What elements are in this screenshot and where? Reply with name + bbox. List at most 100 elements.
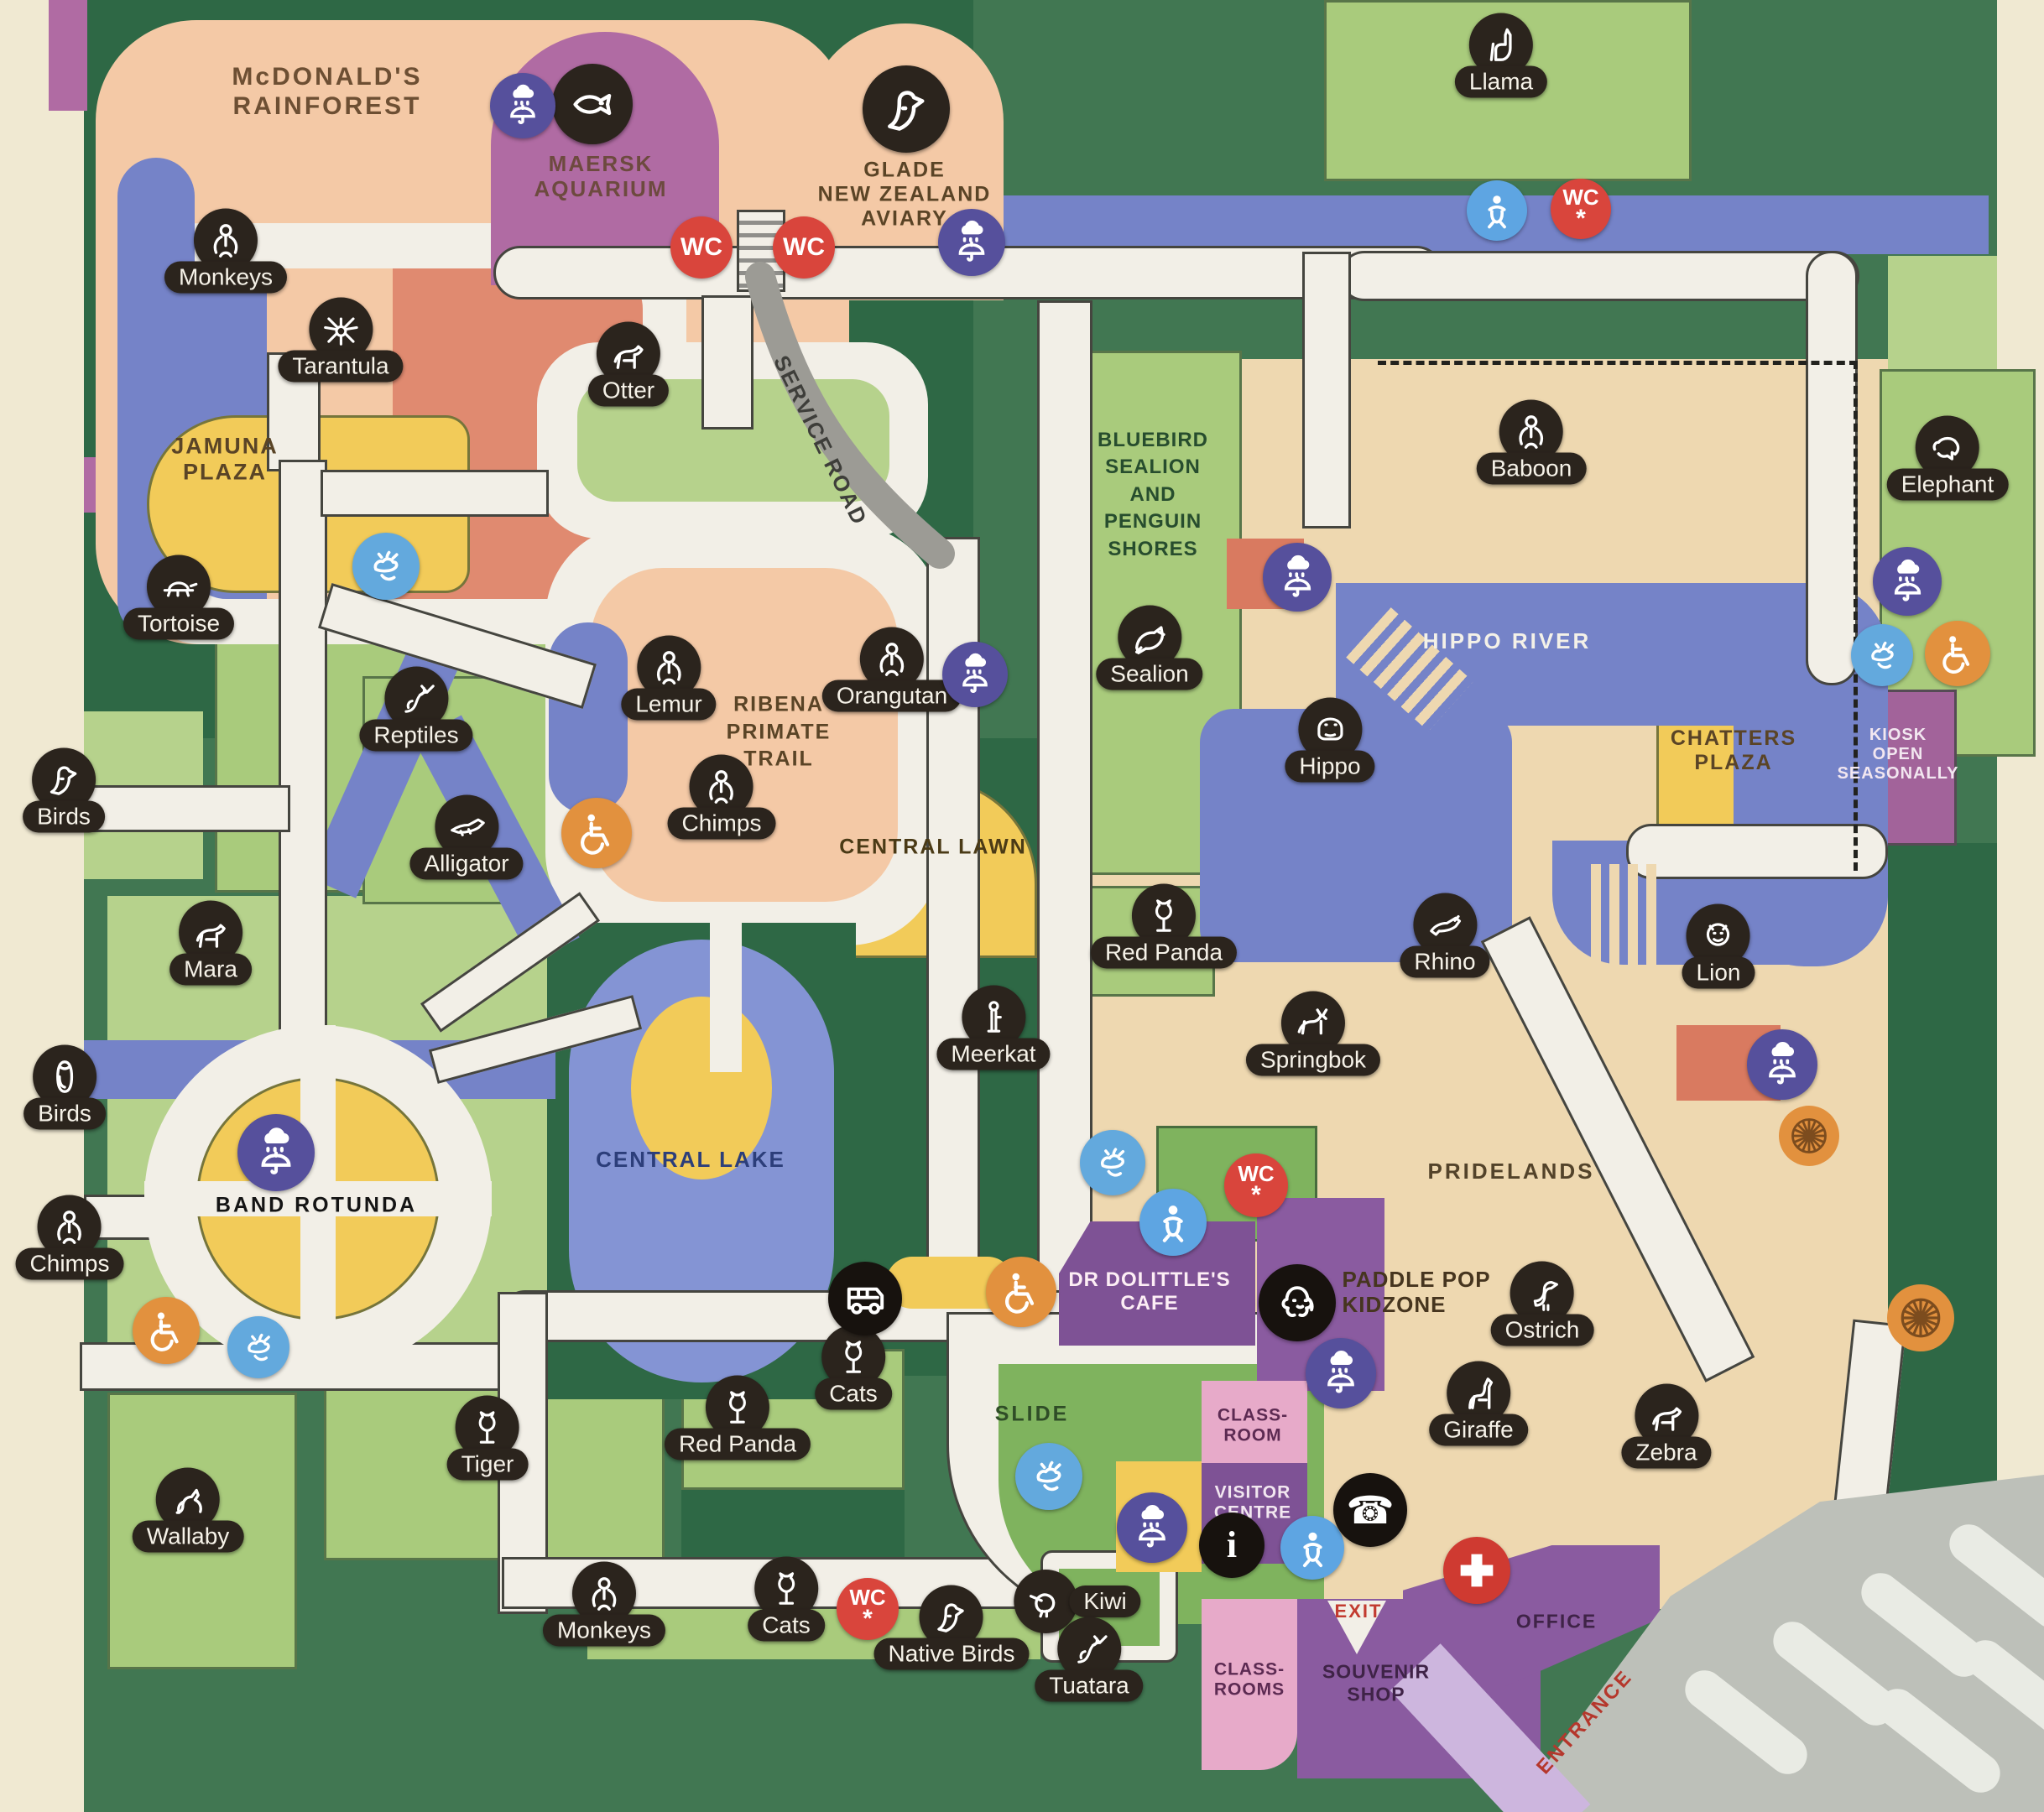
rain-shelter-icon	[1263, 543, 1332, 612]
label-pridelands: PRIDELANDS	[1427, 1158, 1595, 1184]
badge-rhino: Rhino	[1400, 893, 1490, 978]
rain-shelter-icon	[1873, 547, 1942, 616]
wc-text: WC	[680, 233, 722, 261]
badge-ostrich: Ostrich	[1490, 1261, 1594, 1346]
rain-shelter-icon	[490, 73, 555, 138]
lake-jetty	[710, 923, 742, 1072]
label-office: OFFICE	[1515, 1610, 1598, 1632]
badge-elephant: Elephant	[1886, 415, 2009, 501]
badge-giraffe: Giraffe	[1429, 1361, 1528, 1446]
badge-label: Birds	[23, 1097, 106, 1130]
badge-sealion: Sealion	[1096, 605, 1203, 690]
label-souvenir-shop: SOUVENIR SHOP	[1322, 1660, 1431, 1705]
badge-label: Birds	[23, 800, 105, 833]
kiwi-icon	[1014, 1570, 1078, 1633]
badge-label: Elephant	[1886, 468, 2009, 501]
label-dr-dolittles-cafe: DR DOLITTLE'S CAFE	[1068, 1268, 1231, 1315]
badge-tortoise: Tortoise	[123, 555, 235, 640]
telephone-icon: ☎	[1333, 1473, 1407, 1547]
label-slide: SLIDE	[994, 1402, 1070, 1426]
badge-label: Tiger	[446, 1448, 529, 1481]
asterisk-mark: *	[1251, 1181, 1261, 1209]
label-central-lake: CENTRAL LAKE	[596, 1146, 785, 1172]
label-kiosk: KIOSK OPEN SEASONALLY	[1837, 726, 1959, 784]
badge-label: Rhino	[1400, 945, 1490, 978]
top-stream	[847, 195, 1989, 254]
label-entrance: ENTRANCE	[1532, 1665, 1638, 1779]
badge-native-birds: Native Birds	[873, 1585, 1030, 1670]
label-ribena-primate-trail: RIBENA PRIMATE TRAIL	[726, 692, 832, 771]
path-left-vert	[279, 460, 327, 1054]
classrooms-zone	[1202, 1599, 1297, 1770]
badge-label: Cats	[815, 1377, 892, 1410]
badge-label: Ostrich	[1490, 1314, 1594, 1346]
bird-icon	[863, 65, 950, 153]
badge-label: Monkeys	[164, 261, 288, 294]
path-chatters	[1626, 824, 1888, 879]
badge-springbok: Springbok	[1245, 991, 1381, 1076]
wheelchair-access-icon	[986, 1257, 1056, 1327]
badge-monkeys: Monkeys	[164, 208, 288, 294]
path-llama-stub	[1302, 252, 1351, 528]
badge-label: Sealion	[1096, 658, 1203, 690]
badge-label: Chimps	[15, 1247, 124, 1280]
badge-label: Hippo	[1285, 750, 1375, 783]
badge-chimps: Chimps	[667, 754, 776, 840]
path-right-vert	[1806, 251, 1858, 685]
badge-label: Giraffe	[1429, 1414, 1528, 1446]
path-jamuna	[321, 470, 549, 517]
info-text: i	[1226, 1524, 1238, 1565]
badge-red-panda: Red Panda	[664, 1375, 811, 1461]
badge-tuatara: Tuatara	[1035, 1617, 1144, 1702]
pridelands-boundary	[1378, 361, 1858, 871]
label-exit: EXIT	[1334, 1601, 1383, 1622]
label-glade-aviary: GLADE NEW ZEALAND AVIARY	[817, 158, 992, 231]
badge-label: Meerkat	[936, 1038, 1051, 1070]
rain-shelter-icon	[1747, 1029, 1817, 1100]
badge-label: Otter	[587, 374, 670, 407]
rotunda-path-h	[144, 1181, 492, 1216]
badge-label: Orangutan	[821, 680, 962, 712]
badge-kiwi: Kiwi	[1014, 1570, 1141, 1633]
wheelchair-access-icon	[1925, 621, 1990, 686]
badge-monkeys: Monkeys	[542, 1561, 666, 1647]
wc-text: WC	[1562, 185, 1599, 210]
label-hippo-river: HIPPO RIVER	[1422, 627, 1592, 653]
badge-label: Llama	[1454, 65, 1548, 98]
label-maersk-aquarium: MAERSK AQUARIUM	[534, 150, 668, 201]
badge-label: Mara	[169, 953, 252, 986]
asterisk-mark: *	[1576, 205, 1586, 232]
toilets-icon: WC*	[1551, 179, 1611, 239]
wc-text: WC	[1238, 1161, 1275, 1186]
badge-orangutan: Orangutan	[821, 627, 962, 712]
label-band-rotunda: BAND ROTUNDA	[215, 1193, 418, 1217]
rain-shelter-icon	[942, 642, 1008, 707]
asterisk-mark: *	[863, 1605, 873, 1632]
rain-shelter-icon	[938, 209, 1005, 276]
wc-text: WC	[849, 1585, 886, 1610]
badge-label: Springbok	[1245, 1044, 1381, 1076]
toilets-icon: WC	[670, 216, 733, 279]
lake-island	[631, 997, 772, 1179]
phone-glyph: ☎	[1346, 1488, 1395, 1532]
corner-purple	[49, 0, 87, 111]
label-bluebird-shores: BLUEBIRD SEALION AND PENGUIN SHORES	[1098, 429, 1208, 560]
label-chatters-plaza: CHATTERS PLAZA	[1670, 726, 1797, 774]
label-paddle-pop-kidzone: PADDLE POP KIDZONE	[1342, 1266, 1491, 1317]
badge-label: Alligator	[409, 847, 524, 880]
badge-label: Reptiles	[359, 719, 473, 752]
badge-label: Wallaby	[132, 1520, 244, 1553]
label-mcdonalds-rainforest: McDONALD'S RAINFOREST	[232, 63, 423, 120]
badge-glade-bird	[863, 65, 950, 153]
rain-shelter-icon	[1117, 1492, 1187, 1563]
badge-label: Lemur	[621, 688, 717, 721]
path-top-right	[1339, 251, 1859, 301]
badge-label: Red Panda	[664, 1428, 811, 1461]
drinking-fountain-icon	[227, 1316, 289, 1378]
stairs-hippo-2	[1591, 864, 1663, 965]
badge-tiger: Tiger	[446, 1395, 529, 1481]
badge-label: Cats	[748, 1609, 825, 1642]
wheelchair-access-icon	[133, 1297, 200, 1364]
label-central-lawn: CENTRAL LAWN	[839, 835, 1027, 859]
